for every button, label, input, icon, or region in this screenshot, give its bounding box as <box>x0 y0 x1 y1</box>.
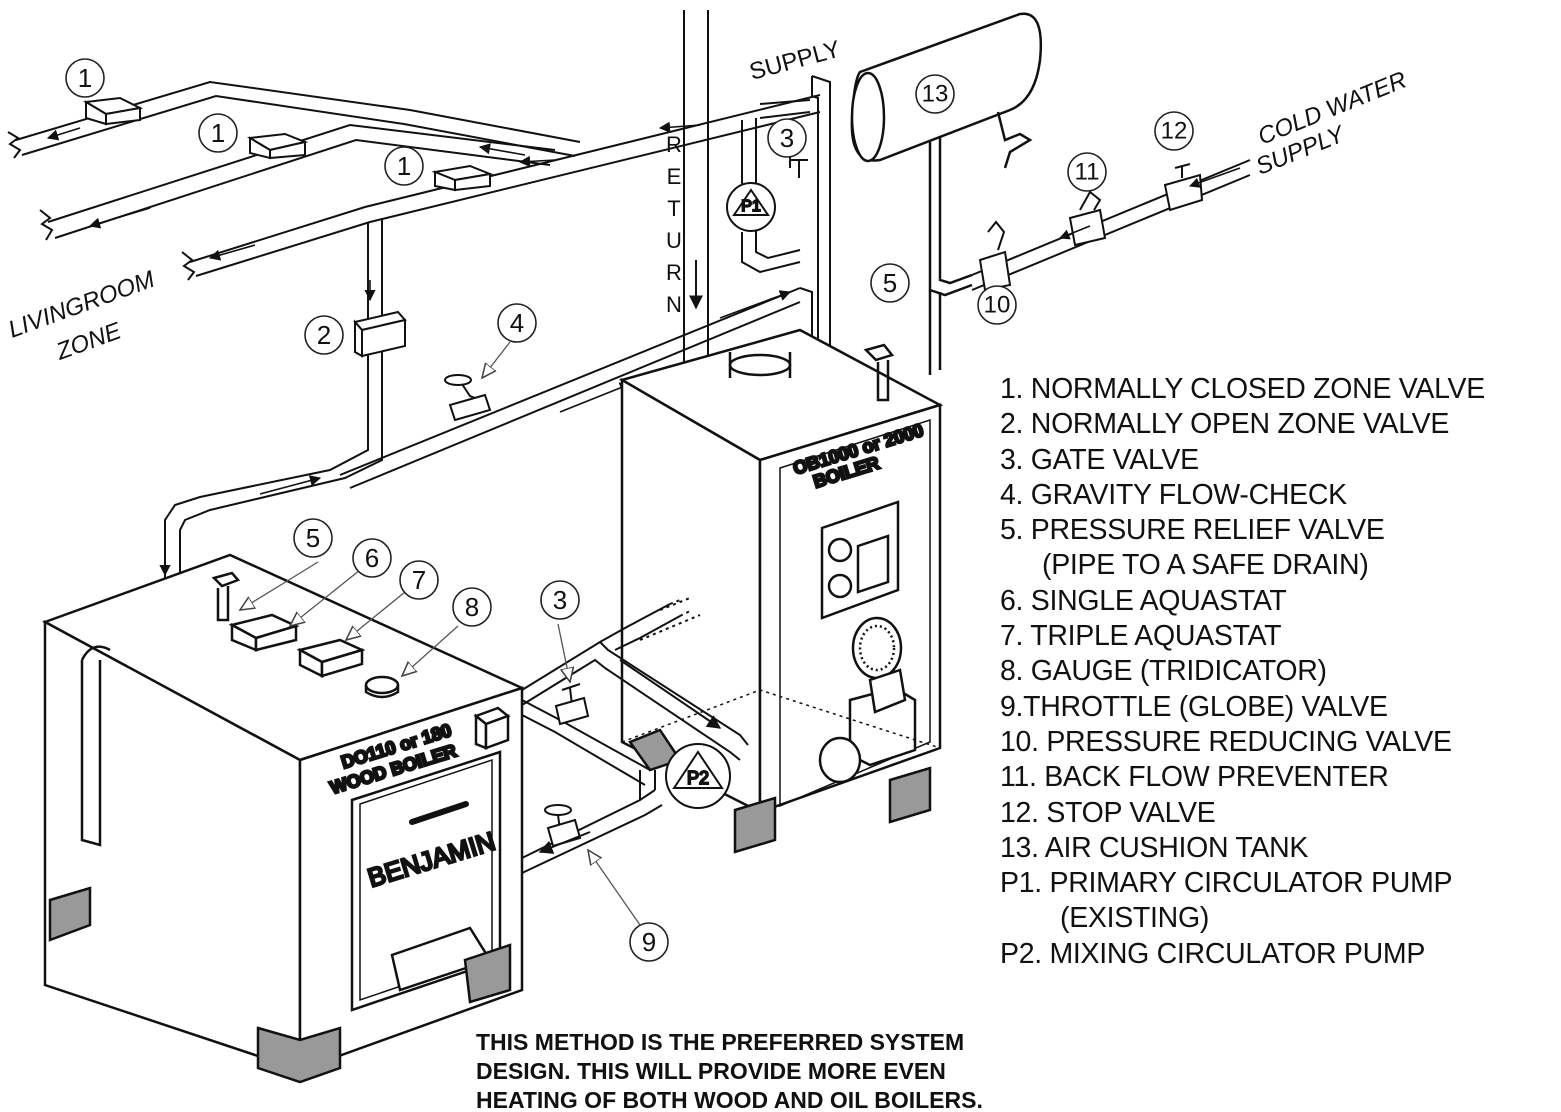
note-line: DESIGN. THIS WILL PROVIDE MORE EVEN <box>476 1058 946 1084</box>
legend-item: 10. PRESSURE REDUCING VALVE <box>1000 725 1452 758</box>
legend-item: 11. BACK FLOW PREVENTER <box>1000 761 1389 794</box>
flow-check-valve <box>444 374 492 422</box>
svg-text:6: 6 <box>365 543 379 573</box>
return-label: R E T U R N <box>666 132 682 317</box>
supply-label: SUPPLY <box>747 36 844 86</box>
svg-text:R: R <box>666 132 682 157</box>
callout-10: 10 <box>977 285 1017 325</box>
zone-valve-boxes <box>82 96 494 358</box>
pump-p2-label: P2 <box>687 768 709 788</box>
callout-6: 6 <box>352 538 392 578</box>
callout-5-oil: 5 <box>870 263 910 303</box>
primary-pump-assembly: P1 <box>726 99 811 274</box>
svg-text:1: 1 <box>78 63 92 93</box>
svg-text:5: 5 <box>306 523 320 553</box>
callout-3-top: 3 <box>767 118 807 158</box>
svg-text:11: 11 <box>1075 159 1100 186</box>
callout-1c: 1 <box>384 146 424 186</box>
component-legend: 1. NORMALLY CLOSED ZONE VALVE 2. NORMALL… <box>1000 372 1550 972</box>
legend-item: 5. PRESSURE RELIEF VALVE <box>1000 514 1385 547</box>
oil-boiler: OB1000 or 2000 BOILER <box>618 328 944 854</box>
legend-item: 7. TRIPLE AQUASTAT <box>1000 620 1282 653</box>
callout-1a: 1 <box>65 58 105 98</box>
legend-item: 6. SINGLE AQUASTAT <box>1000 584 1287 617</box>
svg-text:12: 12 <box>1161 118 1188 145</box>
zone-piping <box>15 75 831 600</box>
svg-text:U: U <box>666 228 682 253</box>
svg-text:T: T <box>667 196 680 221</box>
svg-text:3: 3 <box>780 123 794 153</box>
svg-text:8: 8 <box>465 592 479 622</box>
svg-text:10: 10 <box>984 292 1011 319</box>
svg-text:1: 1 <box>211 118 225 148</box>
callout-2: 2 <box>304 315 344 355</box>
svg-text:13: 13 <box>922 81 949 108</box>
callout-1b: 1 <box>198 113 238 153</box>
svg-text:1: 1 <box>397 151 411 181</box>
flow-arrows <box>46 121 792 577</box>
callout-9: 9 <box>629 922 669 962</box>
svg-text:N: N <box>666 292 682 317</box>
callout-8: 8 <box>452 587 492 627</box>
air-cushion-tank <box>850 12 1042 375</box>
legend-item: 12. STOP VALVE <box>1000 796 1216 829</box>
note-line: THIS METHOD IS THE PREFERRED SYSTEM <box>476 1029 965 1055</box>
callouts: 1 1 1 2 3 4 5 5 6 7 8 3 9 10 11 12 13 <box>65 58 1194 962</box>
svg-text:E: E <box>667 164 682 189</box>
legend-item: 9.THROTTLE (GLOBE) VALVE <box>1000 690 1388 723</box>
wood-boiler: DO110 or 180 WOOD BOILER BENJAMIN <box>41 553 526 1084</box>
design-note: THIS METHOD IS THE PREFERRED SYSTEM DESI… <box>476 1028 983 1112</box>
legend-item: P1. PRIMARY CIRCULATOR PUMP <box>1000 867 1453 900</box>
legend-item: 8. GAUGE (TRIDICATOR) <box>1000 655 1327 688</box>
legend-item: 3. GATE VALVE <box>1000 443 1199 476</box>
svg-text:3: 3 <box>553 585 567 615</box>
callout-3-bottom: 3 <box>540 580 580 620</box>
legend-item: 2. NORMALLY OPEN ZONE VALVE <box>1000 408 1450 441</box>
svg-text:2: 2 <box>317 320 331 350</box>
callout-5-wood: 5 <box>293 518 333 558</box>
callout-4: 4 <box>497 303 537 343</box>
callout-13: 13 <box>915 74 955 114</box>
oil-boiler-hidden-piping <box>639 597 701 641</box>
cold-water-line <box>971 159 1251 292</box>
callout-11: 11 <box>1067 152 1107 192</box>
callout-12: 12 <box>1154 111 1194 151</box>
legend-item: 1. NORMALLY CLOSED ZONE VALVE <box>1000 373 1485 405</box>
svg-text:4: 4 <box>510 308 524 338</box>
svg-text:7: 7 <box>412 565 426 595</box>
callout-7: 7 <box>399 560 439 600</box>
legend-item: 13. AIR CUSHION TANK <box>1000 831 1309 864</box>
legend-item: 4. GRAVITY FLOW-CHECK <box>1000 478 1347 511</box>
legend-item: (EXISTING) <box>1060 902 1210 935</box>
note-line: HEATING OF BOTH WOOD AND OIL BOILERS. <box>476 1087 983 1112</box>
pipe-breaks <box>7 131 196 281</box>
legend-item: (PIPE TO A SAFE DRAIN) <box>1042 549 1369 582</box>
svg-text:R: R <box>666 260 682 285</box>
svg-text:5: 5 <box>883 268 897 298</box>
pump-p1-label: P1 <box>741 198 761 215</box>
svg-text:9: 9 <box>642 927 656 957</box>
callout-leaders <box>240 341 641 926</box>
legend-item: P2. MIXING CIRCULATOR PUMP <box>1000 937 1426 970</box>
